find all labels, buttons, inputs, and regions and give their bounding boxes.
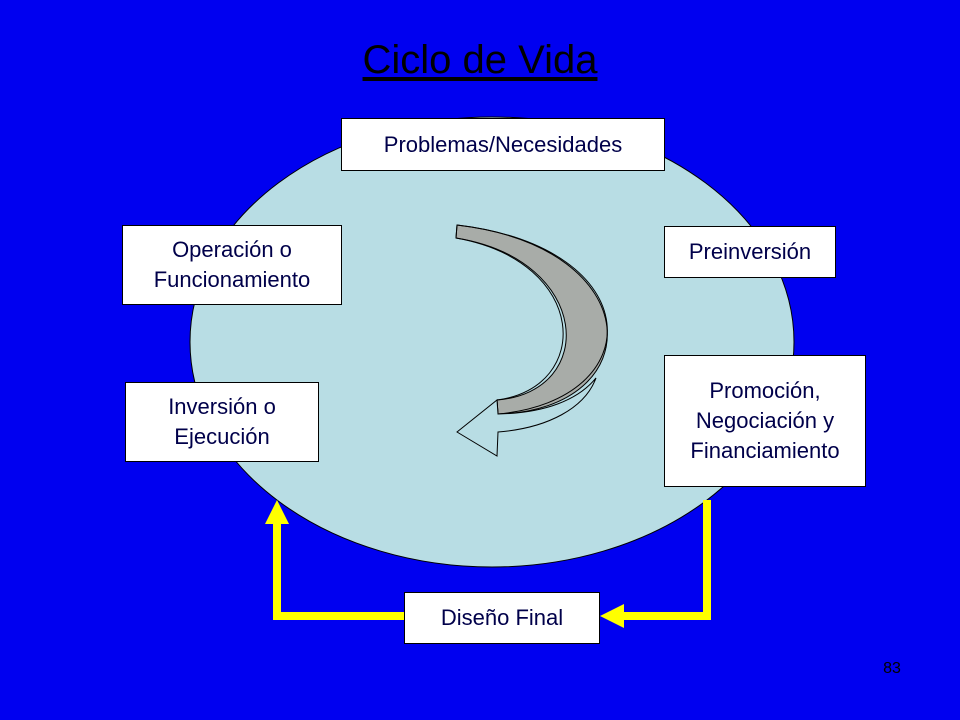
connector-arrowhead-inversion xyxy=(265,500,289,524)
connector-promocion-diseno xyxy=(622,500,711,620)
connector-arrowhead-diseno xyxy=(600,604,624,628)
stage-promocion-negociacion-financiamiento: Promoción, Negociación y Financiamiento xyxy=(664,355,866,487)
cycle-ellipse xyxy=(189,116,795,568)
stage-preinversion: Preinversión xyxy=(664,226,836,278)
connector-diseno-inversion xyxy=(273,520,404,620)
page-title: Ciclo de Vida xyxy=(362,38,598,82)
cycle-flow-arrow xyxy=(455,224,608,457)
stage-diseno-final: Diseño Final xyxy=(404,592,600,644)
stage-problemas-necesidades: Problemas/Necesidades xyxy=(341,118,665,171)
page-number: 83 xyxy=(883,660,901,677)
stage-inversion-ejecucion: Inversión o Ejecución xyxy=(125,382,319,462)
stage-operacion-funcionamiento: Operación o Funcionamiento xyxy=(122,225,342,305)
